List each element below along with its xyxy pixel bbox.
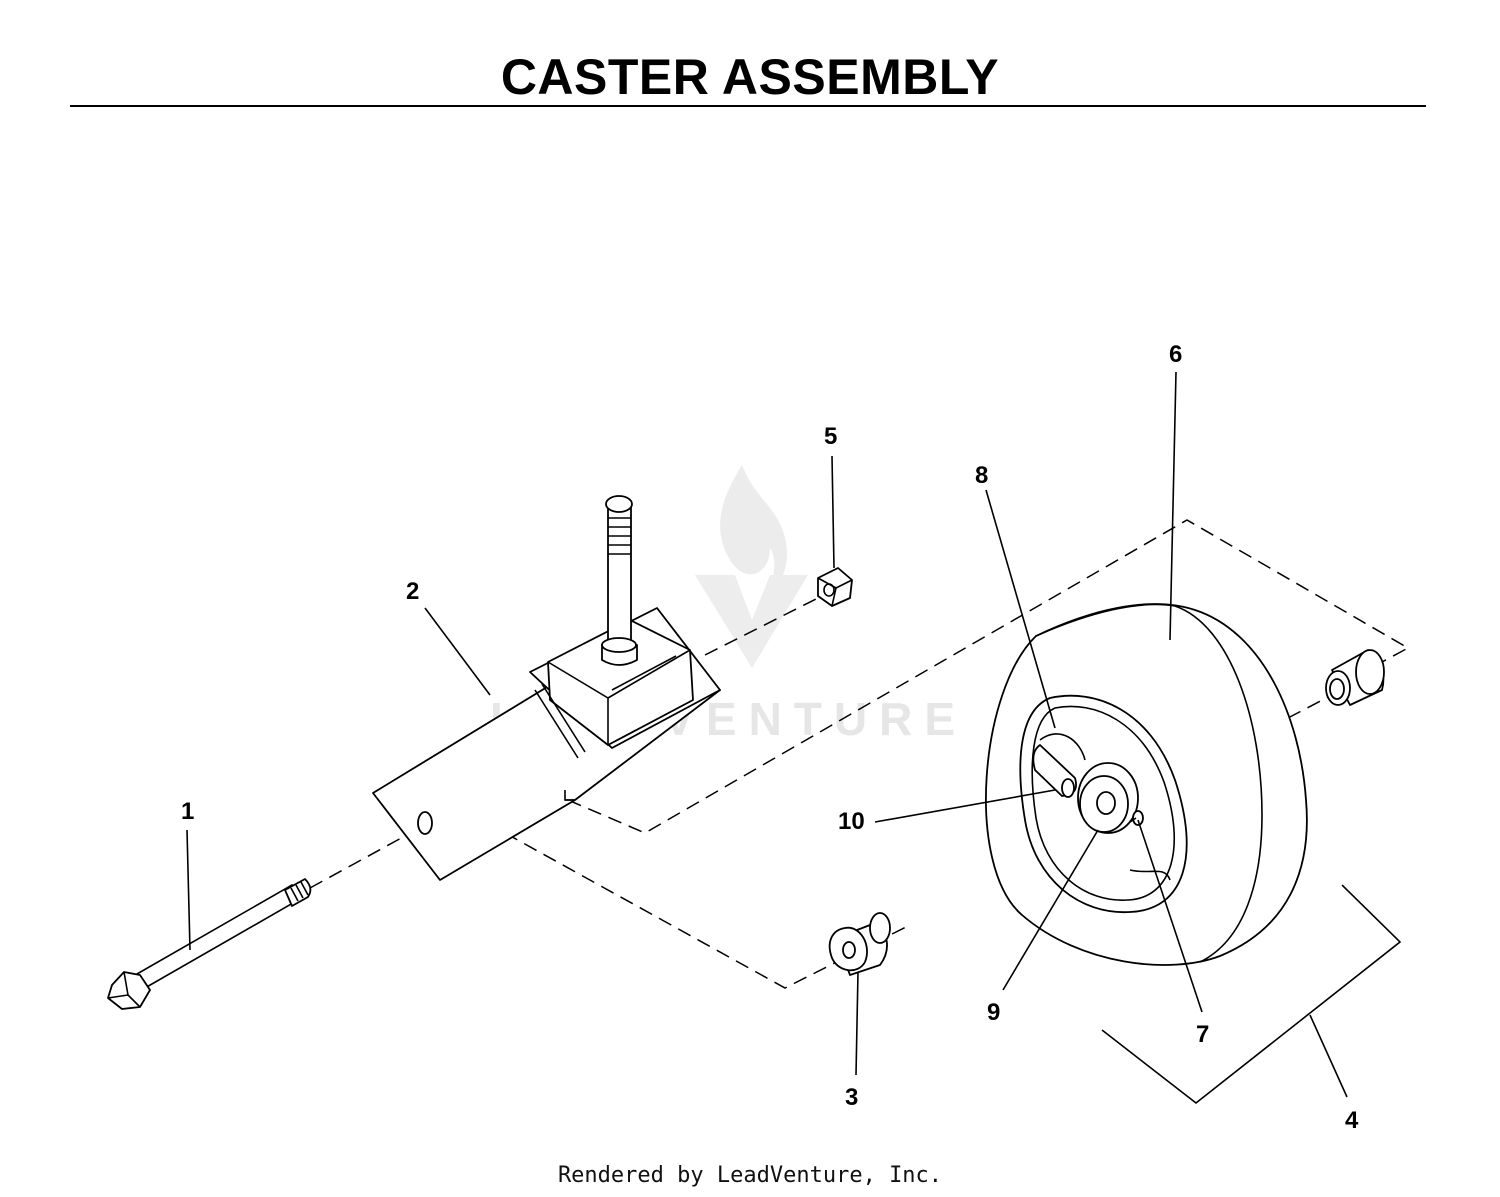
callout-labels: 1 2 3 4 5 6 7 8 9 10 xyxy=(181,341,1359,1134)
callout-2: 2 xyxy=(406,578,419,605)
part-4-assembly-bracket xyxy=(1101,884,1402,1105)
callout-6: 6 xyxy=(1169,341,1182,368)
callout-10: 10 xyxy=(838,808,865,835)
part-3-bushing-front xyxy=(828,912,891,976)
callout-5: 5 xyxy=(824,423,837,450)
part-1-bolt xyxy=(107,878,312,1010)
part-5-nut xyxy=(817,567,853,607)
part-6-wheel xyxy=(985,603,1308,966)
page-title: CASTER ASSEMBLY xyxy=(500,49,1000,105)
footer-credit: Rendered by LeadVenture, Inc. xyxy=(557,1163,943,1188)
callout-8: 8 xyxy=(975,462,988,489)
title-rule xyxy=(70,105,1426,107)
leader-lines xyxy=(186,371,1348,1098)
callout-9: 9 xyxy=(987,999,1000,1026)
part-3-bushing-rear xyxy=(1325,649,1385,706)
callout-7: 7 xyxy=(1196,1021,1209,1048)
part-2-caster-bracket xyxy=(372,495,721,881)
callout-1: 1 xyxy=(181,798,194,825)
callout-4: 4 xyxy=(1345,1107,1359,1134)
watermark-flame-icon xyxy=(695,465,808,668)
callout-3: 3 xyxy=(845,1084,858,1111)
